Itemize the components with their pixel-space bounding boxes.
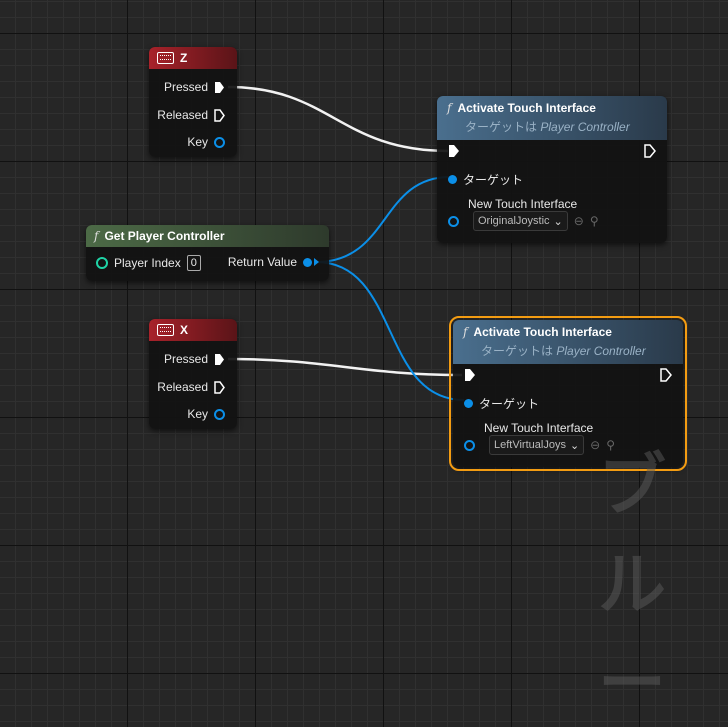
key-event-z-node[interactable]: Z Pressed Released Key [149, 47, 237, 157]
struct-pin-icon[interactable] [448, 215, 459, 227]
browse-back-icon[interactable]: ⊖ [573, 214, 584, 228]
pin-key[interactable]: Key [187, 135, 225, 149]
touch-interface-dropdown[interactable]: OriginalJoystic ⌄ [473, 211, 568, 231]
get-player-controller-header: f Get Player Controller [86, 225, 329, 247]
return-value-label: Return Value [227, 255, 297, 269]
subtitle-target: Player Controller [556, 344, 646, 358]
new-touch-interface-label: New Touch Interface [484, 421, 594, 435]
exec-out-icon[interactable] [214, 81, 225, 94]
pin-pressed-label: Pressed [163, 80, 208, 94]
new-touch-interface-pin[interactable]: OriginalJoystic ⌄ ⊖ ⚲ [448, 211, 599, 231]
touch-interface-value: OriginalJoystic [478, 215, 550, 227]
get-player-controller-node[interactable]: f Get Player Controller Player Index 0 R… [86, 225, 329, 281]
exec-in-icon[interactable] [448, 144, 460, 158]
object-pin-icon[interactable] [303, 257, 312, 267]
new-touch-interface-pin[interactable]: LeftVirtualJoys ⌄ ⊖ ⚲ [464, 435, 615, 455]
keyboard-icon [157, 324, 174, 336]
target-pin[interactable]: ターゲット [448, 171, 523, 188]
activate-touch-interface-title: Activate Touch Interface [457, 101, 596, 115]
activate-touch-interface-header: f Activate Touch Interface ターゲットは Player… [453, 320, 683, 364]
target-wire-2 [315, 261, 465, 401]
activate-touch-interface-node-1[interactable]: f Activate Touch Interface ターゲットは Player… [437, 96, 667, 243]
function-icon: f [447, 101, 452, 115]
pin-arrow-icon [314, 258, 319, 266]
new-touch-interface-label: New Touch Interface [468, 197, 578, 211]
target-subtitle: ターゲットは Player Controller [447, 118, 630, 135]
target-wire-1 [315, 176, 451, 263]
key-event-x-header: X [149, 319, 237, 341]
player-index-label: Player Index [114, 256, 181, 270]
chevron-down-icon: ⌄ [553, 215, 563, 228]
activate-touch-interface-title: Activate Touch Interface [473, 325, 612, 339]
pin-pressed[interactable]: Pressed [164, 80, 225, 94]
pin-pressed-label: Pressed [163, 352, 208, 366]
exec-out-icon[interactable] [214, 353, 225, 366]
pin-released[interactable]: Released [157, 380, 225, 394]
pin-released-label: Released [157, 380, 208, 394]
int-pin-icon[interactable] [96, 257, 108, 269]
subtitle-jp: ターゲットは [481, 344, 554, 358]
subtitle-target: Player Controller [540, 120, 630, 134]
function-icon: f [463, 325, 468, 339]
exec-out-icon[interactable] [644, 144, 656, 158]
graph-type-watermark: ブルー [598, 448, 669, 722]
keyboard-icon [157, 52, 174, 64]
search-icon[interactable]: ⚲ [606, 438, 616, 452]
struct-pin-icon[interactable] [214, 408, 225, 420]
object-pin-icon[interactable] [448, 175, 457, 184]
struct-pin-icon[interactable] [214, 136, 225, 148]
touch-interface-dropdown[interactable]: LeftVirtualJoys ⌄ [489, 435, 585, 455]
touch-interface-value: LeftVirtualJoys [494, 439, 566, 451]
player-index-pin[interactable]: Player Index 0 [96, 255, 201, 271]
exec-out-icon[interactable] [214, 108, 225, 122]
key-event-z-header: Z [149, 47, 237, 69]
pin-key-label: Key [187, 135, 208, 149]
chevron-down-icon: ⌄ [569, 439, 580, 452]
get-player-controller-title: Get Player Controller [104, 229, 225, 243]
subtitle-jp: ターゲットは [465, 120, 538, 134]
exec-wire-x [227, 357, 463, 377]
activate-touch-interface-header: f Activate Touch Interface ターゲットは Player… [437, 96, 667, 140]
pin-pressed[interactable]: Pressed [164, 352, 225, 366]
return-value-pin[interactable]: Return Value [228, 255, 319, 269]
pin-released-label: Released [157, 108, 208, 122]
pin-key-label: Key [187, 407, 208, 421]
player-index-input[interactable]: 0 [186, 255, 201, 271]
search-icon[interactable]: ⚲ [589, 214, 599, 228]
target-label: ターゲット [479, 397, 540, 411]
pin-key[interactable]: Key [187, 407, 225, 421]
target-subtitle: ターゲットは Player Controller [463, 342, 646, 359]
exec-wire-z [227, 85, 449, 153]
function-icon: f [94, 229, 99, 243]
exec-in-icon[interactable] [464, 368, 476, 382]
key-event-z-title: Z [180, 51, 188, 65]
activate-touch-interface-node-2[interactable]: f Activate Touch Interface ターゲットは Player… [449, 316, 687, 471]
target-pin[interactable]: ターゲット [464, 395, 539, 412]
key-event-x-title: X [180, 323, 189, 337]
struct-pin-icon[interactable] [464, 439, 475, 451]
exec-out-icon[interactable] [214, 380, 225, 394]
exec-out-icon[interactable] [660, 368, 672, 382]
key-event-x-node[interactable]: X Pressed Released Key [149, 319, 237, 429]
target-label: ターゲット [463, 173, 524, 187]
object-pin-icon[interactable] [464, 399, 473, 408]
browse-back-icon[interactable]: ⊖ [590, 438, 601, 452]
pin-released[interactable]: Released [157, 108, 225, 122]
